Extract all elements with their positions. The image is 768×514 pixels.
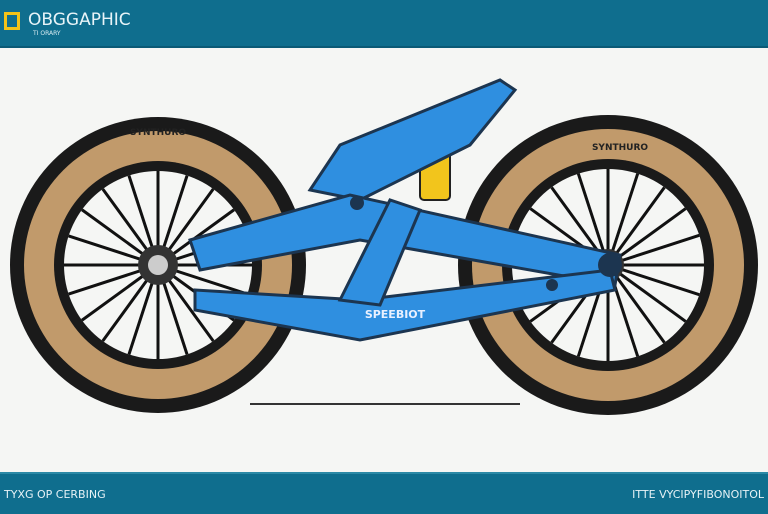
left-wheel: SYNTHURO xyxy=(10,117,306,413)
brand-subtitle: TI ORARY xyxy=(33,30,61,37)
spoke xyxy=(607,263,700,297)
frame-lettering: SPEEBIOT xyxy=(365,308,426,321)
footer-bar: TYXG OP CERBING ITTE VYCIPYFIBONOITOL xyxy=(0,472,768,514)
spoke xyxy=(607,233,700,267)
spoke xyxy=(607,263,687,323)
logo-icon xyxy=(4,12,20,30)
tire-lettering: SYNTHURO xyxy=(130,128,186,138)
bike-frame: SPEEBIOT xyxy=(188,78,622,342)
footer-right-text: ITTE VYCIPYFIBONOITOL xyxy=(632,488,764,501)
header-bar: OBGGAPHIC TI ORARY xyxy=(0,0,768,48)
bicycle-illustration: SYNTHURO SYNTHURO SPEEBIOT xyxy=(10,78,758,415)
footer-left-text: TYXG OP CERBING xyxy=(4,488,106,501)
tire-lettering: SYNTHURO xyxy=(592,143,648,153)
brand-title: OBGGAPHIC xyxy=(28,10,131,30)
